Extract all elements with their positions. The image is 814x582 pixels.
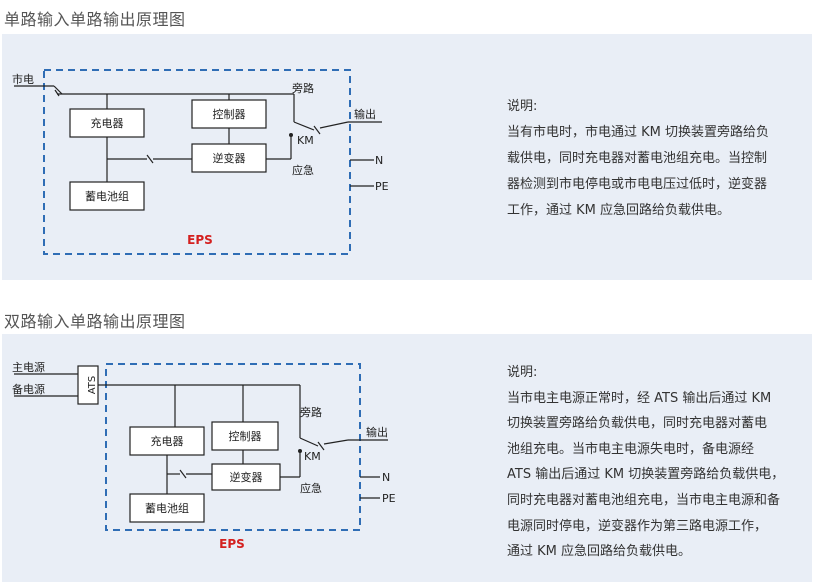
km-switch-arm [299, 437, 319, 447]
desc-heading: 说明: [507, 99, 538, 114]
desc-line: 当市电主电源正常时，经 ATS 输出后通过 KM [507, 390, 772, 406]
label-battery: 蓄电池组 [85, 189, 129, 203]
label-controller: 控制器 [229, 429, 262, 443]
section1-description: 说明: 当有市电时，市电通过 KM 切换装置旁路给负 载供电，同时充电器对蓄电池… [507, 94, 802, 224]
desc-line: 池组充电。当市电主电源失电时，备电源经 [507, 441, 755, 457]
mains-switch [53, 85, 63, 95]
label-output: 输出 [366, 425, 388, 439]
km-contact-dot [298, 449, 302, 453]
section1-panel: 市电 充电器 控制器 逆变器 蓄电池组 旁路 KM 应急 输出 N PE EPS… [2, 34, 812, 280]
label-charger: 充电器 [91, 116, 124, 130]
desc-line: 器检测到市电停电或市电电压过低时，逆变器 [507, 177, 768, 192]
controller-box [211, 421, 279, 451]
label-output: 输出 [354, 107, 376, 121]
desc-line: ATS 输出后通过 KM 切换装置旁路给负载供电， [507, 467, 785, 483]
inverter-box [191, 143, 267, 173]
controller-box [191, 99, 267, 129]
charger-box [129, 426, 205, 456]
output-line [319, 121, 349, 129]
km-contact-dot [289, 133, 293, 137]
desc-line: 当有市电时，市电通过 KM 切换装置旁路给负 [507, 125, 770, 140]
single-input-diagram: 市电 充电器 控制器 逆变器 蓄电池组 旁路 KM 应急 输出 N PE EPS [12, 69, 389, 255]
label-ats: ATS [87, 376, 98, 395]
label-n: N [382, 471, 390, 484]
label-n: N [375, 154, 383, 167]
label-pe: PE [375, 180, 389, 193]
section2-description: 说明: 当市电主电源正常时，经 ATS 输出后通过 KM 切换装置旁路给负载供电… [507, 360, 802, 565]
desc-line: 工作，通过 KM 应急回路给负载供电。 [507, 203, 731, 218]
label-backup-power: 备电源 [12, 382, 45, 396]
label-bypass: 旁路 [292, 81, 314, 95]
label-controller: 控制器 [213, 107, 246, 121]
output-line [323, 439, 349, 445]
battery-box [69, 181, 145, 211]
label-charger: 充电器 [151, 434, 184, 448]
label-eps: EPS [219, 537, 245, 551]
eps-boundary [105, 363, 361, 531]
label-bypass: 旁路 [300, 405, 322, 419]
label-battery: 蓄电池组 [145, 501, 189, 515]
label-emergency: 应急 [292, 163, 314, 177]
section1-title: 单路输入单路输出原理图 [4, 10, 186, 29]
charger-box [69, 108, 145, 138]
dual-input-diagram: 主电源 备电源 ATS 充电器 控制器 逆变器 蓄电池组 旁路 KM 应急 输出… [12, 360, 396, 551]
desc-line: 同时充电器对蓄电池组充电，当市电主电源和备 [507, 492, 781, 508]
desc-line: 切换装置旁路给负载供电，同时充电器对蓄电 [507, 416, 768, 432]
desc-line: 通过 KM 应急回路给负载供电。 [507, 544, 692, 560]
eps-boundary [43, 69, 351, 255]
desc-line: 载供电，同时充电器对蓄电池组充电。当控制 [507, 151, 768, 166]
label-mains: 市电 [12, 72, 34, 86]
section2-panel: 主电源 备电源 ATS 充电器 控制器 逆变器 蓄电池组 旁路 KM 应急 输出… [2, 334, 812, 582]
label-main-power: 主电源 [12, 360, 45, 374]
label-pe: PE [382, 492, 396, 505]
battery-box [129, 493, 205, 523]
desc-line: 电源同时停电，逆变器作为第三路电源工作， [507, 518, 768, 534]
label-emergency: 应急 [300, 481, 322, 495]
label-inverter: 逆变器 [230, 470, 263, 484]
inverter-box [211, 463, 281, 491]
label-km: KM [304, 450, 321, 463]
desc-heading: 说明: [507, 365, 538, 380]
km-switch-arm [293, 121, 315, 131]
label-eps: EPS [187, 233, 213, 247]
label-km: KM [297, 134, 314, 147]
label-inverter: 逆变器 [213, 151, 246, 165]
section2-title: 双路输入单路输出原理图 [4, 312, 186, 331]
